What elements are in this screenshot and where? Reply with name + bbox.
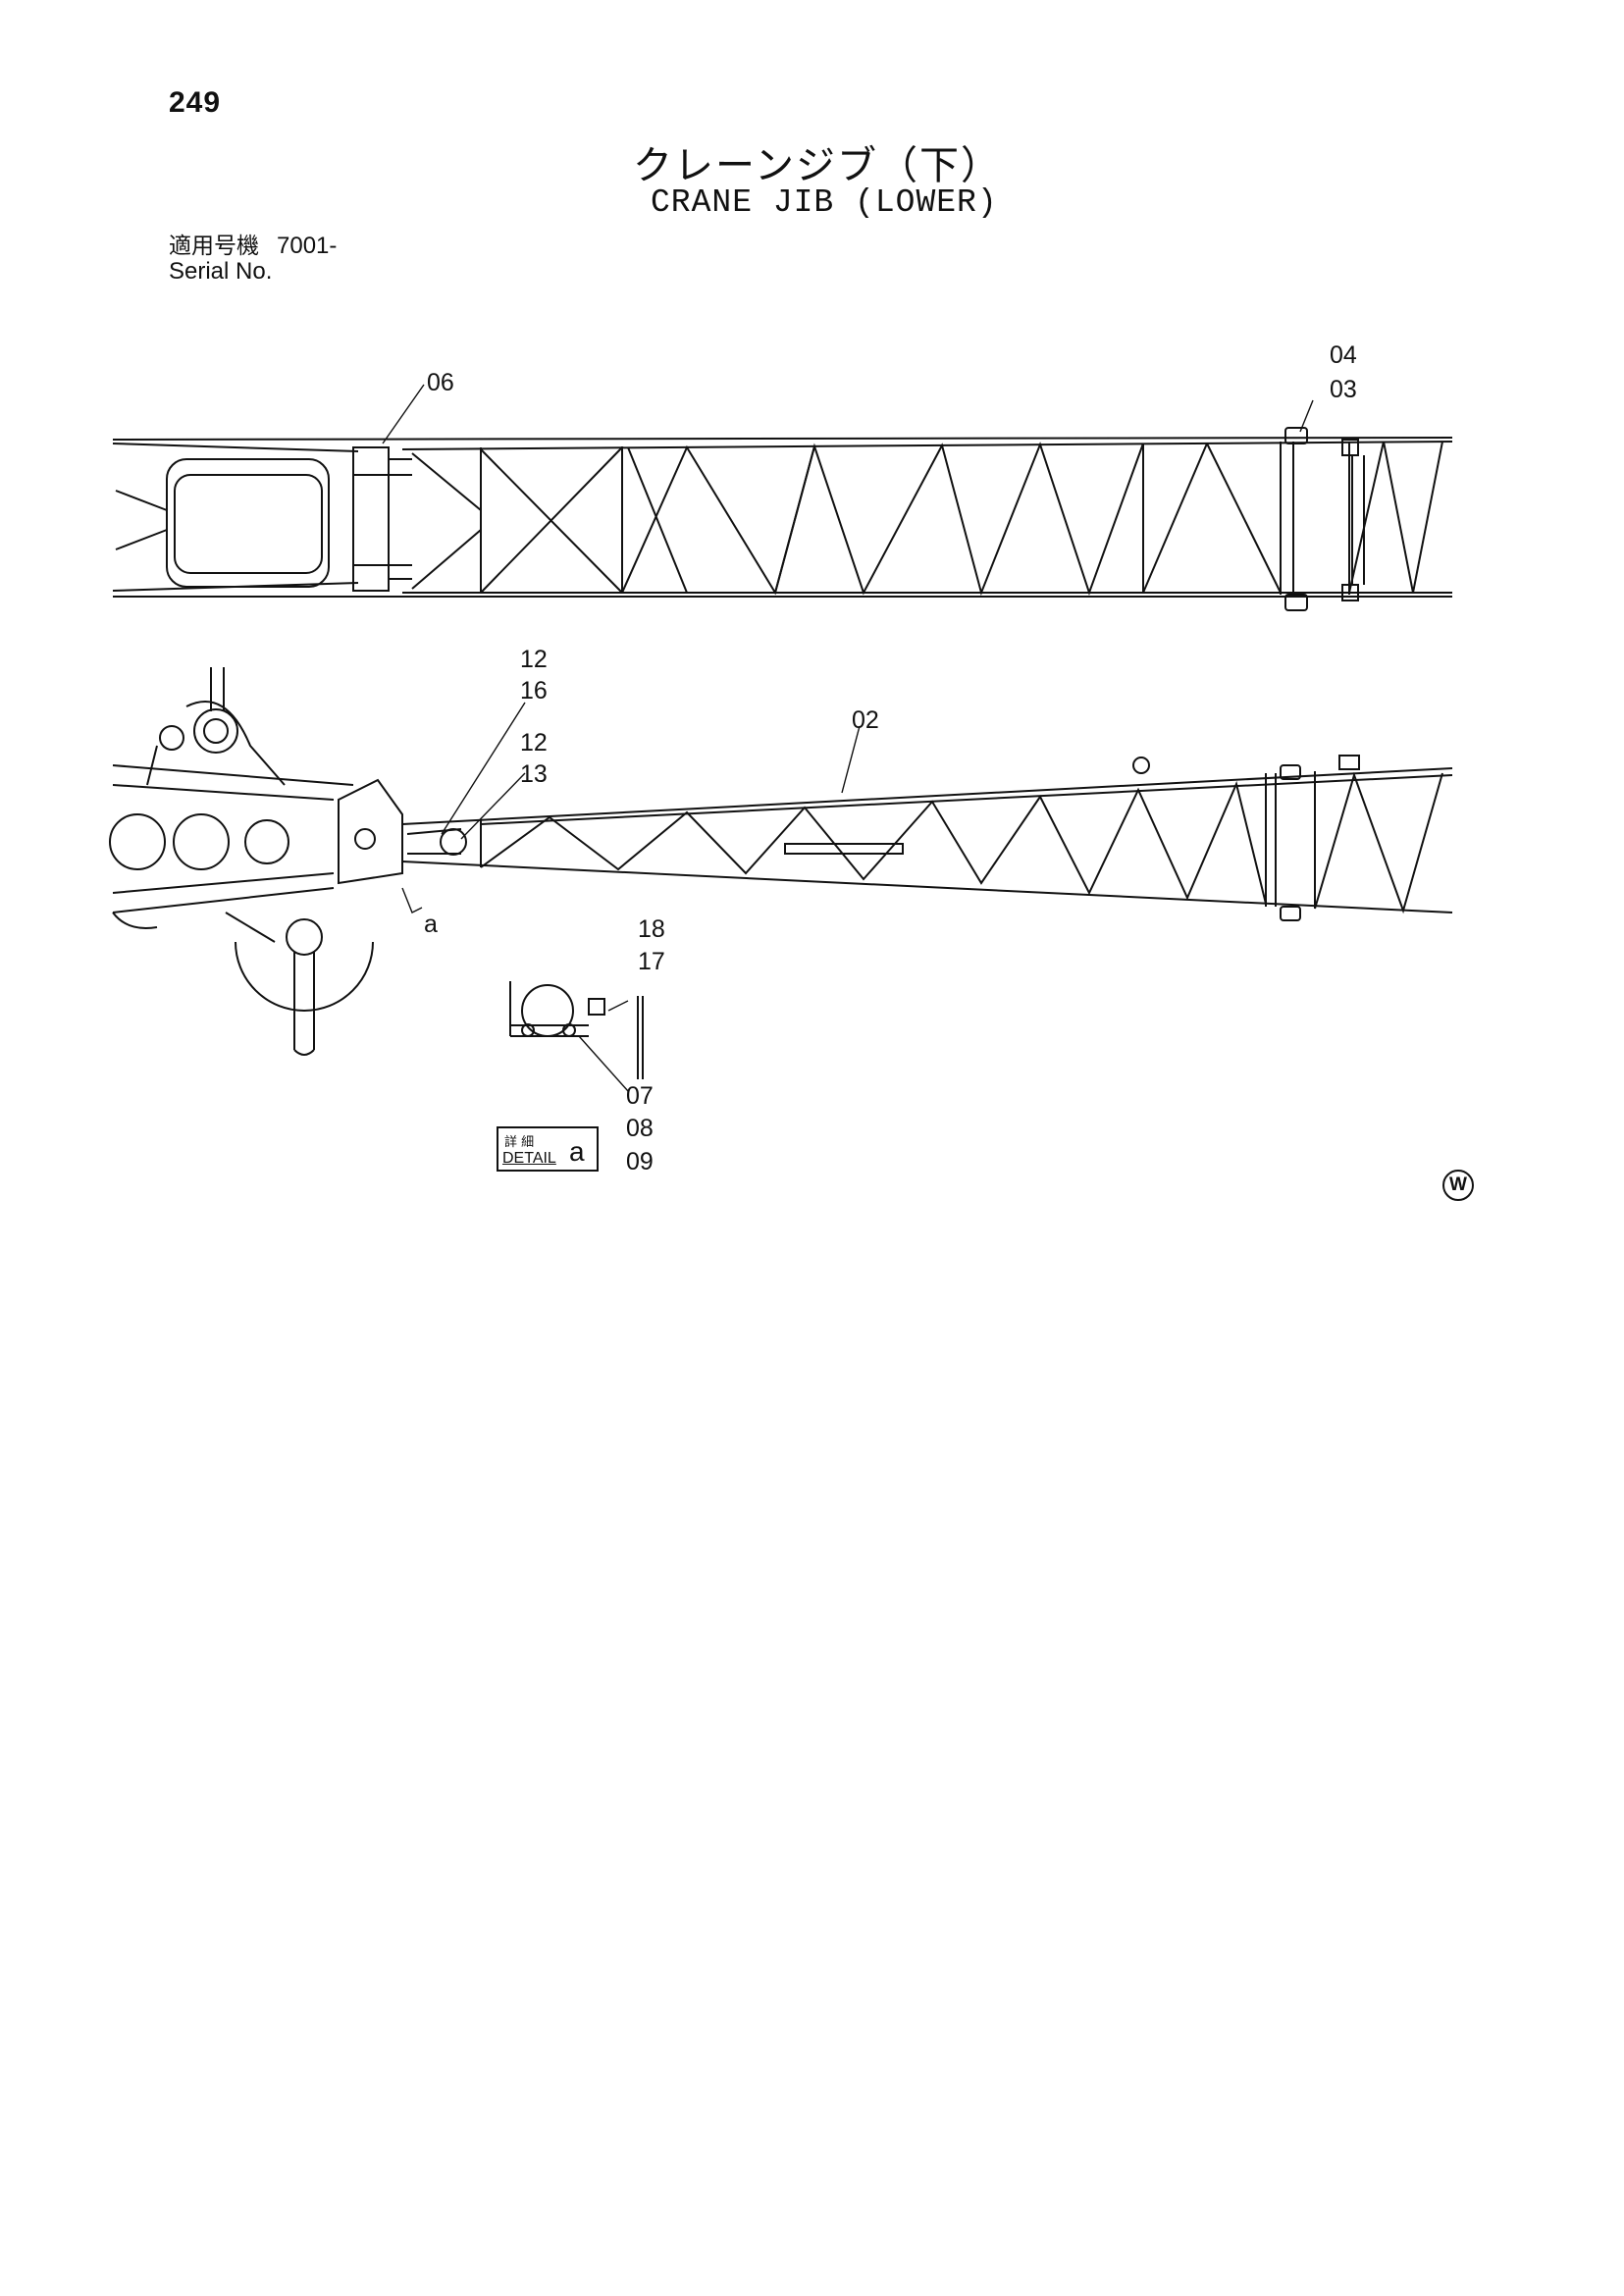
- detail-a-box: 詳 細 DETAIL a: [497, 1126, 599, 1172]
- callout-13: 13: [520, 760, 548, 788]
- serial-block: 適用号機 7001- Serial No.: [169, 234, 337, 285]
- callout-12-upper: 12: [520, 646, 548, 673]
- serial-label-en: Serial No.: [169, 258, 273, 285]
- callout-17: 17: [638, 948, 665, 975]
- callout-labels: 06 04 03 12 16 12 13 02 a 18 17 07 08 09: [424, 341, 1357, 1175]
- detail-a-drawing: [509, 981, 644, 1079]
- callout-a: a: [424, 911, 438, 938]
- serial-value: 7001-: [277, 233, 338, 259]
- callout-09: 09: [626, 1148, 654, 1175]
- page-number: 249: [169, 86, 222, 119]
- callout-07: 07: [626, 1082, 654, 1110]
- jib-side-view: [109, 667, 1453, 1056]
- callout-04: 04: [1330, 341, 1357, 369]
- callout-06: 06: [427, 369, 454, 396]
- callout-18: 18: [638, 915, 665, 943]
- w-circle-mark: W: [1442, 1170, 1474, 1201]
- title-japanese: クレーンジブ（下）: [633, 143, 1002, 188]
- detail-label-en: DETAIL: [502, 1150, 556, 1167]
- title-english: CRANE JIB (LOWER): [651, 184, 998, 221]
- callout-02: 02: [852, 706, 879, 734]
- callout-16: 16: [520, 677, 548, 704]
- callout-08: 08: [626, 1115, 654, 1142]
- serial-label-jp: 適用号機: [169, 234, 259, 259]
- callout-03: 03: [1330, 376, 1357, 403]
- detail-letter: a: [569, 1136, 585, 1167]
- callout-12-lower: 12: [520, 729, 548, 757]
- jib-top-view: [112, 427, 1453, 611]
- leader-lines: [382, 384, 1314, 1092]
- detail-label-jp: 詳 細: [504, 1135, 535, 1150]
